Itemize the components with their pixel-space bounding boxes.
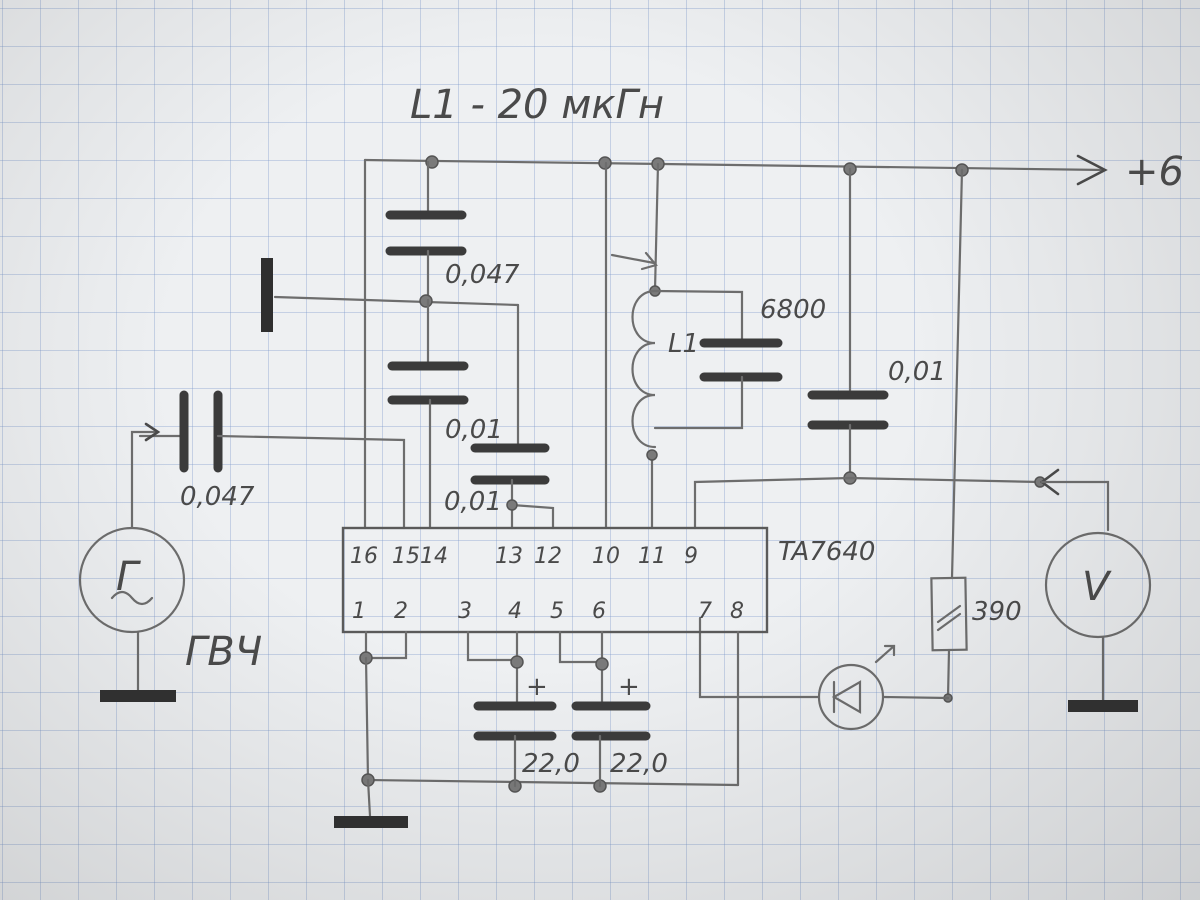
- c-tank-value: 6800: [760, 295, 826, 325]
- ground-bottom: [334, 630, 740, 828]
- capacitor-c-small: 0,01: [444, 443, 555, 530]
- pin-14: 14: [420, 544, 448, 569]
- pin-1: 1: [352, 599, 366, 624]
- pin-2: 2: [394, 599, 408, 624]
- pin-9: 9: [684, 544, 698, 569]
- pin-12: 12: [534, 544, 562, 569]
- capacitor-c-mid: 0,01: [387, 298, 503, 530]
- pin-13: 13: [495, 544, 523, 569]
- coil-label: L1: [668, 329, 699, 359]
- supply-rail: +6: [363, 149, 1184, 195]
- c-top-value: 0,047: [445, 260, 520, 290]
- elec-right-plus: +: [618, 672, 640, 702]
- ic-ta7640: TA7640 16 15 14 13 12 10 11 9 1 2 3 4 5 …: [341, 526, 875, 634]
- led: [698, 616, 950, 731]
- capacitor-c-top: 0,047: [385, 160, 520, 302]
- resistor-390: 390: [930, 168, 1022, 703]
- pin-7: 7: [698, 599, 712, 624]
- pin-16: 16: [350, 544, 378, 569]
- title-label: L1 - 20 мкГн: [410, 82, 664, 128]
- pin-11: 11: [638, 544, 666, 569]
- capacitor-c-right: 0,01: [693, 167, 1110, 532]
- capacitor-c-input: 0,047: [138, 390, 406, 530]
- elec-left-plus: +: [526, 672, 548, 702]
- c-elec-right-value: 22,0: [610, 749, 668, 779]
- pin-5: 5: [550, 599, 564, 624]
- c-small-value: 0,01: [444, 487, 502, 517]
- supply-label: +6: [1125, 149, 1184, 195]
- c-mid-value: 0,01: [445, 415, 503, 445]
- resistor-value: 390: [972, 597, 1022, 627]
- capacitor-elec-left: + 22,0: [466, 630, 580, 788]
- voltmeter-symbol: V: [1082, 564, 1112, 610]
- rf-generator: Г ГВЧ: [78, 422, 262, 702]
- pin-3: 3: [458, 599, 472, 624]
- pin-4: 4: [508, 599, 522, 624]
- c-input-value: 0,047: [180, 482, 255, 512]
- voltmeter: V: [1044, 531, 1152, 712]
- generator-label: ГВЧ: [185, 629, 262, 675]
- c-elec-left-value: 22,0: [522, 749, 580, 779]
- c-right-value: 0,01: [888, 357, 946, 387]
- coil-l1: L1 6800: [610, 162, 826, 461]
- pin-10: 10: [592, 544, 620, 569]
- capacitor-elec-right: + 22,0: [558, 630, 668, 788]
- pin-8: 8: [730, 599, 744, 624]
- pin-6: 6: [592, 599, 606, 624]
- pin-15: 15: [392, 544, 420, 569]
- ic-name: TA7640: [778, 537, 875, 567]
